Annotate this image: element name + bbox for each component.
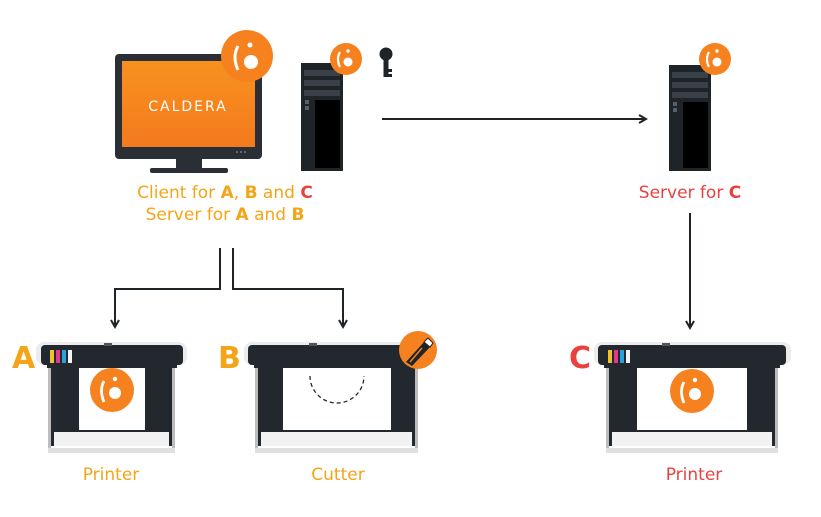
device-caption-b: Cutter xyxy=(311,465,365,485)
server-ab-label-b: B xyxy=(291,205,305,225)
server-ab-label-a: A xyxy=(235,205,249,225)
client-label-and: and xyxy=(257,183,301,203)
caldera-brand: CALDERA xyxy=(148,99,228,115)
caldera-logo-icon xyxy=(330,43,362,75)
caldera-logo-icon xyxy=(221,30,273,82)
server-c-label-c: C xyxy=(728,183,742,203)
server-c-label: Server for C xyxy=(600,183,780,204)
server-c-label-prefix: Server for xyxy=(638,183,729,203)
device-letter-a: A xyxy=(12,341,36,376)
caldera-logo-icon xyxy=(90,368,134,412)
caldera-logo-icon xyxy=(670,369,714,413)
license-key-icon xyxy=(379,47,393,77)
server-tower-ab xyxy=(301,63,343,171)
server-tower-c xyxy=(669,65,711,171)
client-label-c: C xyxy=(300,183,313,203)
client-label-prefix: Client for xyxy=(137,183,221,203)
cutter-b xyxy=(244,342,431,453)
printer-a xyxy=(36,342,187,453)
device-letter-b: B xyxy=(218,341,241,376)
client-label: Client for A, B and C xyxy=(110,183,340,204)
device-caption-c: Printer xyxy=(665,465,723,485)
caldera-logo-icon xyxy=(699,43,731,75)
cutter-knife-icon xyxy=(399,331,437,369)
client-label-a: A xyxy=(220,183,234,203)
client-label-comma: , xyxy=(233,183,240,203)
client-label-b: B xyxy=(244,183,258,203)
device-caption-a: Printer xyxy=(82,465,140,485)
server-ab-label-and: and xyxy=(248,205,292,225)
client-monitor: CALDERA xyxy=(115,54,262,173)
arrow-to-printer-a xyxy=(115,248,221,327)
server-ab-label-prefix: Server for xyxy=(145,205,236,225)
server-ab-label: Server for A and B xyxy=(110,205,340,226)
arrow-to-cutter-b xyxy=(232,248,343,327)
device-letter-c: C xyxy=(569,341,592,376)
